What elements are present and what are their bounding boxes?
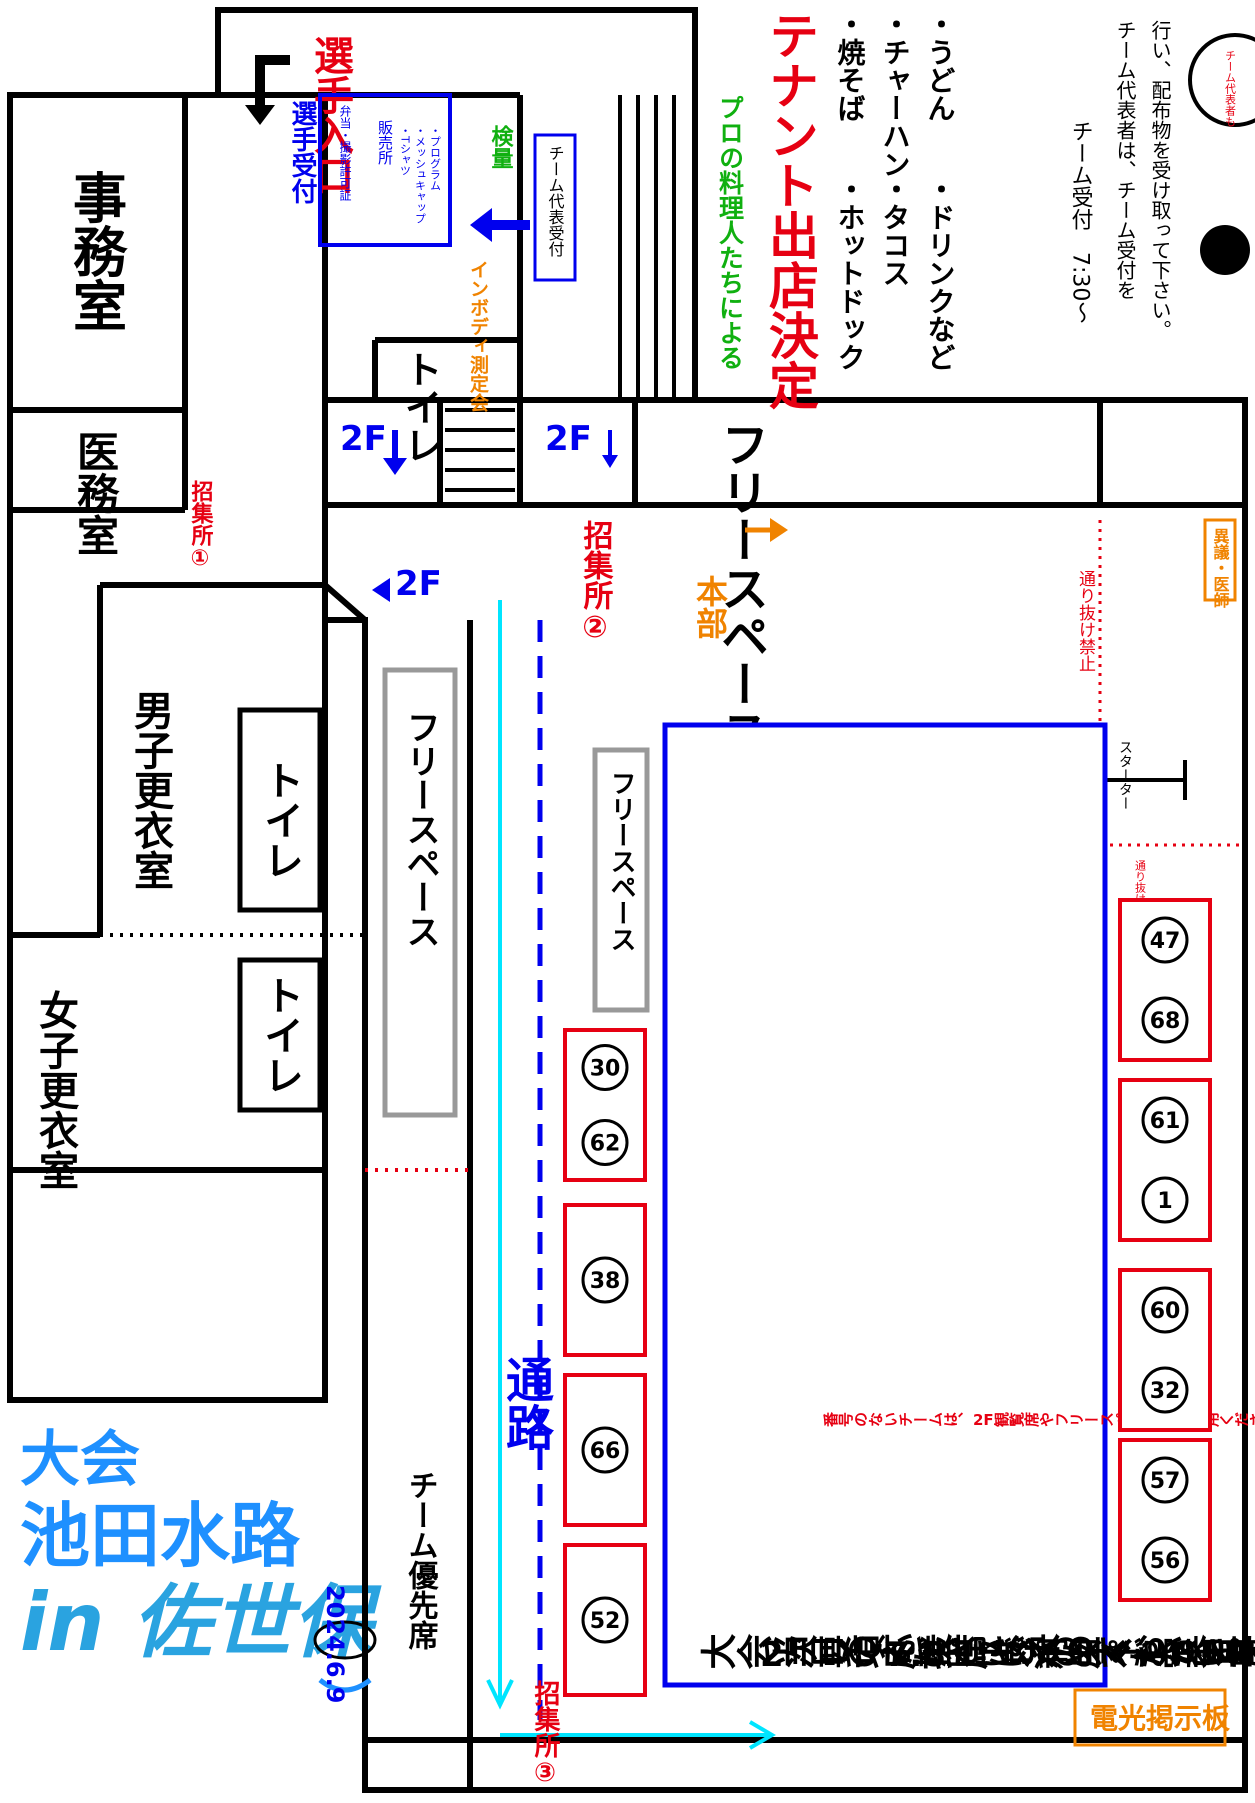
toilet-f-label: トイレ [257,975,303,1095]
team-notice-badge-text: チーム代表者も [1224,50,1237,127]
toorinuke-1: 通り抜け禁止 [1075,570,1096,672]
team-notice-2: チーム代表者は、チーム受付を [1113,20,1137,300]
stair-2f-c: 2F [395,564,442,604]
uketsuke-item-3: ・メッシュキャップ [414,125,427,224]
kekka-label: 異議・医師 [1211,528,1230,609]
seat-number: 52 [590,1609,621,1634]
kenshuu-label: 検量 [488,125,514,169]
tenant-item-3b: ・ドリンクなど [924,175,957,371]
seat-number: 38 [590,1269,621,1294]
shuugou-1: 招集所① [188,480,215,571]
seats-bottom: 57 56 60 32 61 1 47 68 [1120,900,1210,1600]
onigiri-icon [1200,225,1250,275]
tenant-announcement: プロの料理人たちによる テナント出店決定 ・焼そば ・チャーハン ・うどん ・ホ… [716,10,957,410]
tenant-item-3a: ・うどん [924,10,957,122]
toilet-m-label: トイレ [257,760,303,880]
seat-number: 56 [1150,1549,1181,1574]
uketsuke-item-1: 販売所 [376,120,394,165]
title-line1: 大会 [20,1425,140,1495]
team-yuusen-seat: チーム優先席 [403,1470,440,1651]
uketsuke-item-0: 弁当・撮影許可証 [338,104,352,201]
tenant-item-1a: ・焼そば [834,10,867,122]
free-space-small: フリースペース [606,770,636,952]
toilet-top-label: トイレ [398,350,442,464]
tenant-headline: テナント出店決定 [761,10,819,410]
seat-number: 62 [590,1132,621,1157]
title-line2: 池田水路 [20,1495,301,1577]
room-joshi: 女子更衣室 [32,990,79,1190]
seats-left: 52 66 38 30 62 [565,1030,645,1695]
tenant-item-1b: ・ホットドック [834,175,867,371]
team-daihyou-label: チーム代表受付 [546,145,565,258]
uketsuke-item-4: ・プログラム [429,125,442,191]
team-notice-3: 行い、配布物を受け取って下さい。 [1148,20,1172,340]
inbody-label: インボディ測定会 [467,260,489,413]
seat-number: 47 [1150,929,1181,954]
seat-number: 60 [1150,1299,1181,1324]
tenant-intro: プロの料理人たちによる [716,95,745,370]
starter-label: スターター [1117,740,1133,810]
seat-number: 61 [1150,1109,1181,1134]
tenant-item-2b: ・タコス [879,175,912,287]
seat-number: 30 [590,1057,621,1082]
honbu-label: 本部 [691,575,729,639]
notice-line6: スペースも空いている場合ご活用ください。 [1000,1636,1255,1674]
notice-box [665,725,1105,1685]
seat-number: 1 [1157,1189,1172,1214]
seat-number: 68 [1150,1009,1181,1034]
event-date: 2024.6.9 [321,1585,349,1703]
uketsuke-item-2: ・Tシャツ [399,125,412,176]
free-space-long: フリースペース [400,710,440,948]
seat-number: 66 [590,1439,621,1464]
seat-number: 57 [1150,1469,1181,1494]
team-notice-badge [1190,35,1255,125]
seat-number: 32 [1150,1379,1181,1404]
shuugou-2: 招集所② [578,520,615,645]
denkou-label: 電光掲示板 [1090,1702,1230,1735]
stair-2f-a: 2F [340,419,387,459]
senshu-uketsuke: 選手受付 [287,100,317,204]
tenant-item-2a: ・チャーハン [879,10,912,178]
stair-2f-b: 2F [545,419,592,459]
room-imushitsu: 医務室 [71,430,120,556]
room-jimushitsu: 事務室 [64,170,127,332]
team-notice-1: チーム受付 7:30～ [1068,120,1094,324]
shuugou-3: 招集所③ [530,1680,561,1788]
team-notice: チーム受付 7:30～ チーム代表者は、チーム受付を 行い、配布物を受け取って下… [1068,20,1255,340]
room-danshi: 男子更衣室 [127,690,174,890]
passage-label: 通路 [497,1355,554,1451]
entrance-arrow [260,60,290,110]
